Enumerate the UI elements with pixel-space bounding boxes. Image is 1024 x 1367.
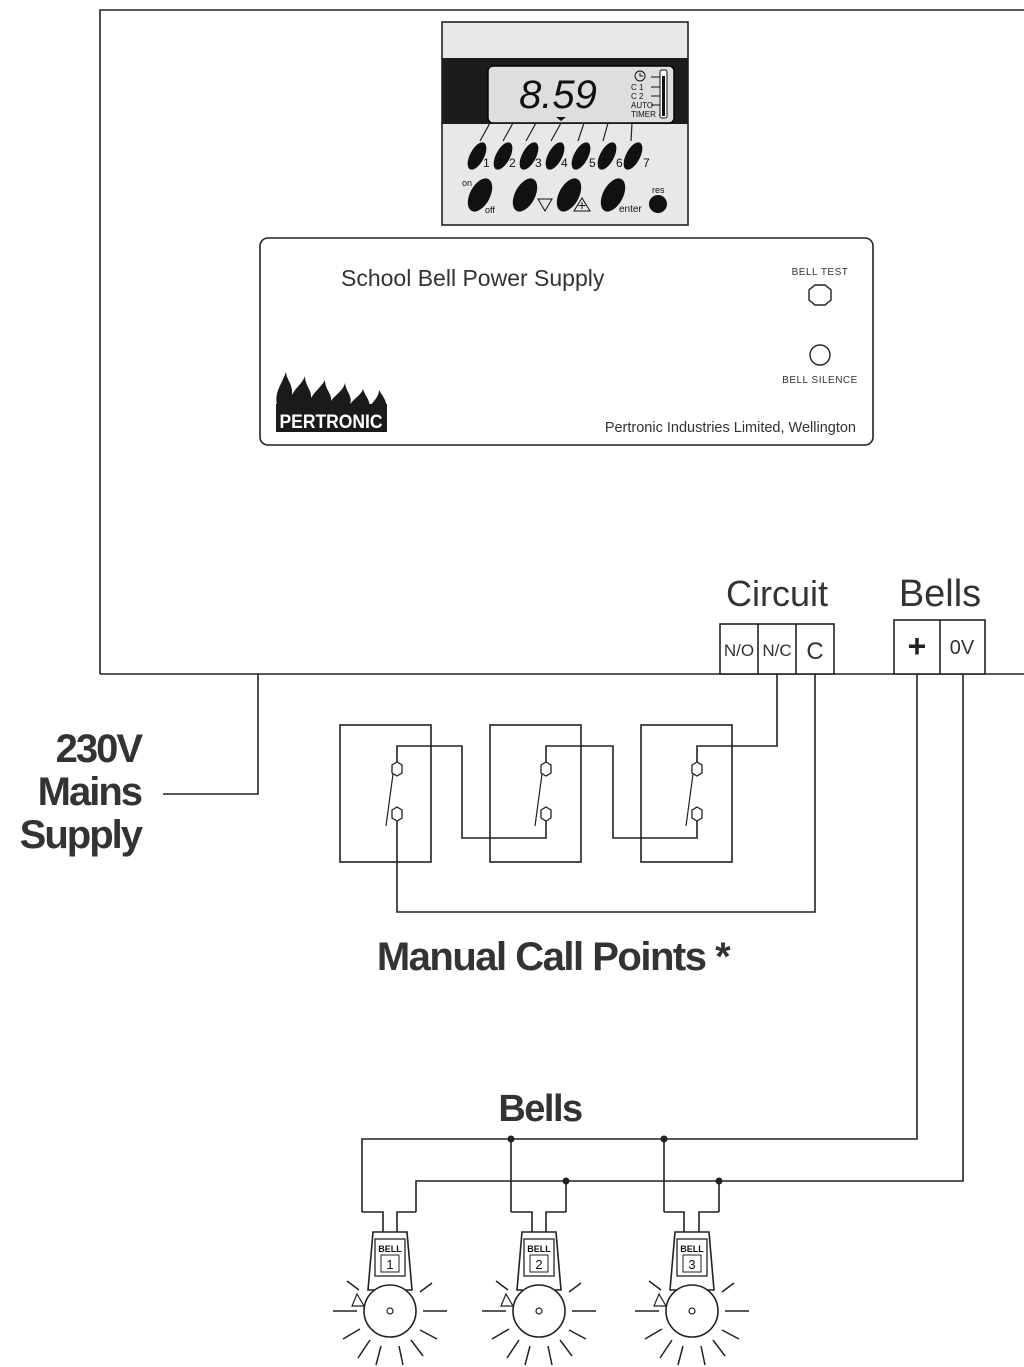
terminal-0v: 0V <box>950 637 975 659</box>
bell-silence-label: BELL SILENCE <box>782 375 858 386</box>
bell-gong <box>665 1284 719 1338</box>
day-key-2[interactable] <box>490 139 516 172</box>
call-point-2 <box>489 724 582 863</box>
bell-gong <box>363 1284 417 1338</box>
lcd-colon-marker <box>556 117 566 121</box>
pertronic-wordmark: PERTRONIC <box>280 412 383 433</box>
manufacturer-line: Pertronic Industries Limited, Wellington <box>605 420 856 436</box>
panel-title: School Bell Power Supply <box>341 265 605 291</box>
mains-label-line2: Mains <box>38 770 142 814</box>
lcd-time-readout: 8.59 <box>519 73 597 117</box>
indicator-c1: C 1 <box>631 83 644 92</box>
reset-button[interactable] <box>649 195 667 213</box>
indicator-c2: C 2 <box>631 92 644 101</box>
circuit-terminals: Circuit N/O N/C C <box>719 573 835 675</box>
ringing-rays <box>482 1280 596 1366</box>
enter-key[interactable] <box>596 174 631 215</box>
flame-icon <box>276 372 387 410</box>
day-keys: 1 2 3 4 5 6 7 <box>464 139 650 172</box>
junction-dot <box>562 1177 570 1185</box>
mains-label: 230V Mains Supply <box>20 727 146 857</box>
terminal-nc: N/C <box>762 641 791 660</box>
manual-call-points-label: Manual Call Points * <box>377 935 731 979</box>
terminal-plus: + <box>908 628 927 664</box>
terminal-no: N/O <box>724 641 754 660</box>
day-key-6[interactable] <box>594 139 620 172</box>
call-point-3 <box>640 724 733 863</box>
circuit-heading: Circuit <box>726 573 828 614</box>
off-label: off <box>485 205 495 215</box>
triangle-plus-icon <box>573 197 591 212</box>
clock-icon <box>634 70 646 82</box>
on-off-key[interactable] <box>463 174 498 215</box>
day-key-3[interactable] <box>516 139 542 172</box>
bell-tag: BELL <box>527 1244 551 1254</box>
ringing-rays <box>333 1280 447 1366</box>
call-point-1 <box>339 724 432 863</box>
front-panel: School Bell Power Supply BELL TEST BELL … <box>259 237 874 446</box>
day-key-label-4: 4 <box>561 156 568 170</box>
triangle-down-icon <box>537 198 553 212</box>
down-key[interactable] <box>508 174 543 215</box>
day-key-label-1: 1 <box>483 156 490 170</box>
ringing-rays <box>635 1280 749 1366</box>
up-key[interactable] <box>552 174 587 215</box>
bell-tag: BELL <box>378 1244 402 1254</box>
pertronic-logo: PERTRONIC <box>276 372 387 433</box>
day-key-label-3: 3 <box>535 156 542 170</box>
on-label: on <box>462 178 472 188</box>
day-key-5[interactable] <box>568 139 594 172</box>
day-key-1[interactable] <box>464 139 490 172</box>
indicator-auto: AUTO <box>631 101 653 110</box>
bell-test-button[interactable] <box>808 284 832 306</box>
bells-terminals: Bells + 0V <box>893 573 986 675</box>
enter-label: enter <box>619 204 642 215</box>
mains-wire <box>163 674 259 795</box>
day-key-7[interactable] <box>620 139 646 172</box>
junction-dot <box>660 1135 668 1143</box>
day-key-4[interactable] <box>542 139 568 172</box>
res-label: res <box>652 185 665 195</box>
mains-label-line3: Supply <box>20 813 144 857</box>
timer-module: 8.59 C 1 C 2 AUTO TIMER 1 2 3 4 5 <box>441 21 689 226</box>
bell-3: BELL 3 <box>635 1211 749 1366</box>
bells-terminal-heading: Bells <box>899 573 981 615</box>
day-key-label-5: 5 <box>589 156 596 170</box>
junction-dot <box>715 1177 723 1185</box>
day-key-label-7: 7 <box>643 156 650 170</box>
bell-positive-wire <box>361 674 918 1212</box>
bell-number: 1 <box>386 1257 393 1272</box>
enclosure-outline <box>99 9 1024 675</box>
bell-number: 2 <box>535 1257 542 1272</box>
bell-tag: BELL <box>680 1244 704 1254</box>
bell-zero-volt-wire <box>415 674 964 1212</box>
day-key-label-6: 6 <box>616 156 623 170</box>
bell-test-label: BELL TEST <box>792 267 849 278</box>
mains-label-line1: 230V <box>56 727 144 771</box>
bell-1: BELL 1 <box>333 1211 447 1366</box>
manual-call-points <box>339 724 733 863</box>
bell-number: 3 <box>688 1257 695 1272</box>
indicator-timer: TIMER <box>631 110 656 119</box>
junction-dot <box>507 1135 515 1143</box>
bell-2: BELL 2 <box>482 1211 596 1366</box>
bell-gong <box>512 1284 566 1338</box>
day-key-label-2: 2 <box>509 156 516 170</box>
bells-label: Bells <box>498 1088 582 1130</box>
terminal-c: C <box>806 638 823 665</box>
call-point-loop-wiring <box>396 674 816 913</box>
bell-silence-button[interactable] <box>809 344 831 366</box>
